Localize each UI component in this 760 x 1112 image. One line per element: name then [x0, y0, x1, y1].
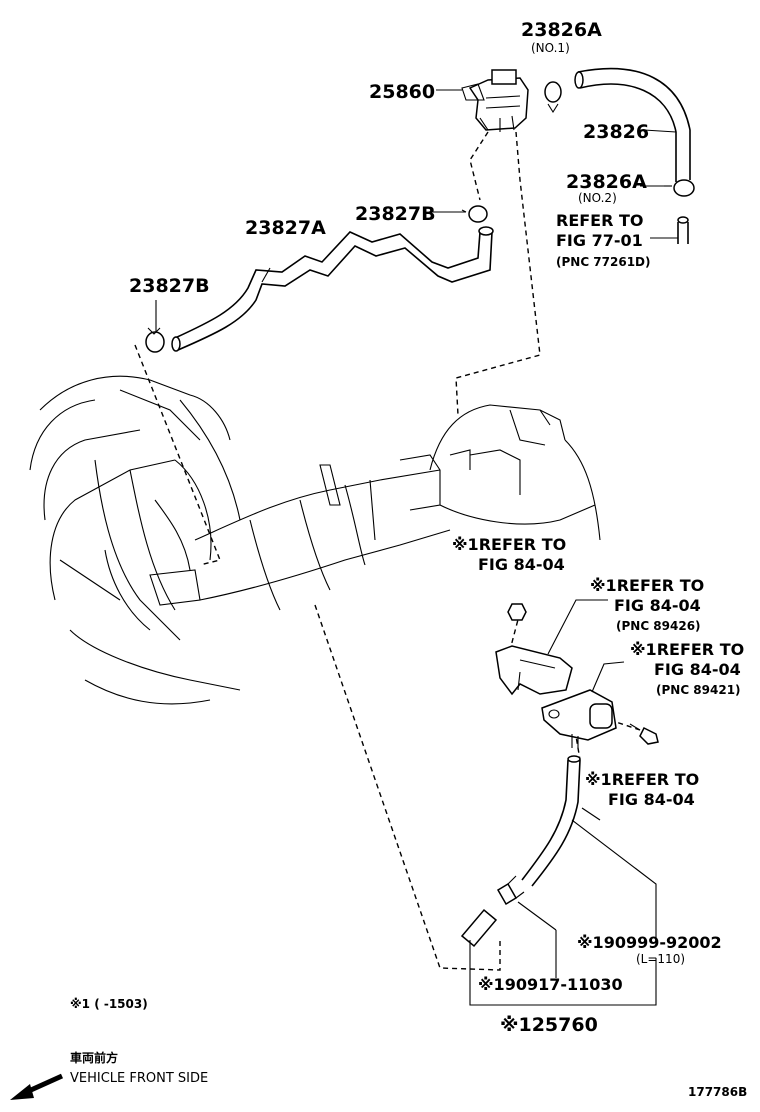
refer-84d-line1: ※1REFER TO — [585, 770, 699, 789]
label-23826: 23826 — [583, 121, 649, 143]
figure-id: 177786B — [688, 1085, 747, 1099]
note-23826a-no1: (NO.1) — [531, 41, 570, 55]
engine-outline — [29, 375, 601, 705]
refer-84b-line1: ※1REFER TO — [590, 576, 704, 595]
leader-lines — [155, 89, 678, 1006]
clamp-23827b-left[interactable] — [145, 327, 165, 353]
refer-77-line1: REFER TO — [556, 211, 644, 230]
part-25860-valve[interactable] — [461, 69, 529, 132]
part-23826-hose[interactable] — [574, 67, 691, 182]
label-23827b-top: 23827B — [355, 203, 436, 225]
refer-77-line3: (PNC 77261D) — [556, 255, 651, 269]
footnote: ※1 ( -1503) — [70, 997, 148, 1011]
arrow-down-left-icon — [10, 1073, 64, 1100]
clamp-23826a-no2[interactable] — [664, 179, 695, 197]
refer-84c-line1: ※1REFER TO — [630, 640, 744, 659]
label-25760: ※125760 — [500, 1014, 598, 1036]
sensor-89421[interactable] — [541, 689, 617, 748]
hose-90999-92002[interactable] — [521, 755, 581, 887]
note-23826a-no2: (NO.2) — [578, 191, 617, 205]
label-23827b-left: 23827B — [129, 275, 210, 297]
label-23826a-no1: 23826A — [521, 19, 602, 41]
label-90917-11030: ※190917-11030 — [478, 975, 623, 994]
tube-stub-77-01 — [677, 216, 689, 244]
bracket-89426[interactable] — [495, 645, 573, 696]
refer-84b-line2: FIG 84-04 — [614, 596, 701, 615]
label-25860: 25860 — [369, 81, 435, 103]
nut[interactable] — [507, 603, 527, 621]
refer-84d-line2: FIG 84-04 — [608, 790, 695, 809]
bolt[interactable] — [629, 723, 659, 745]
dashed-leaders — [134, 131, 641, 971]
part-23827a-hose[interactable] — [171, 226, 494, 352]
label-23826a-no2: 23826A — [566, 171, 647, 193]
direction-jp: 車両前方 — [70, 1050, 118, 1065]
refer-84a-line1: ※1REFER TO — [452, 535, 566, 554]
refer-84b-line3: (PNC 89426) — [616, 619, 701, 633]
refer-84c-line2: FIG 84-04 — [654, 660, 741, 679]
note-90999-92002: (L=110) — [636, 952, 685, 966]
label-23827a: 23827A — [245, 217, 326, 239]
clamp-23827b-top[interactable] — [461, 205, 488, 223]
tube-25760[interactable] — [460, 908, 498, 948]
clamp-23826a-no1[interactable] — [544, 81, 562, 114]
refer-84a-line2: FIG 84-04 — [478, 555, 565, 574]
refer-84c-line3: (PNC 89421) — [656, 683, 741, 697]
refer-77-line2: FIG 77-01 — [556, 231, 643, 250]
direction-en: VEHICLE FRONT SIDE — [70, 1071, 208, 1086]
label-90999-92002: ※190999-92002 — [577, 933, 722, 952]
filter-90917-11030[interactable] — [496, 875, 525, 906]
